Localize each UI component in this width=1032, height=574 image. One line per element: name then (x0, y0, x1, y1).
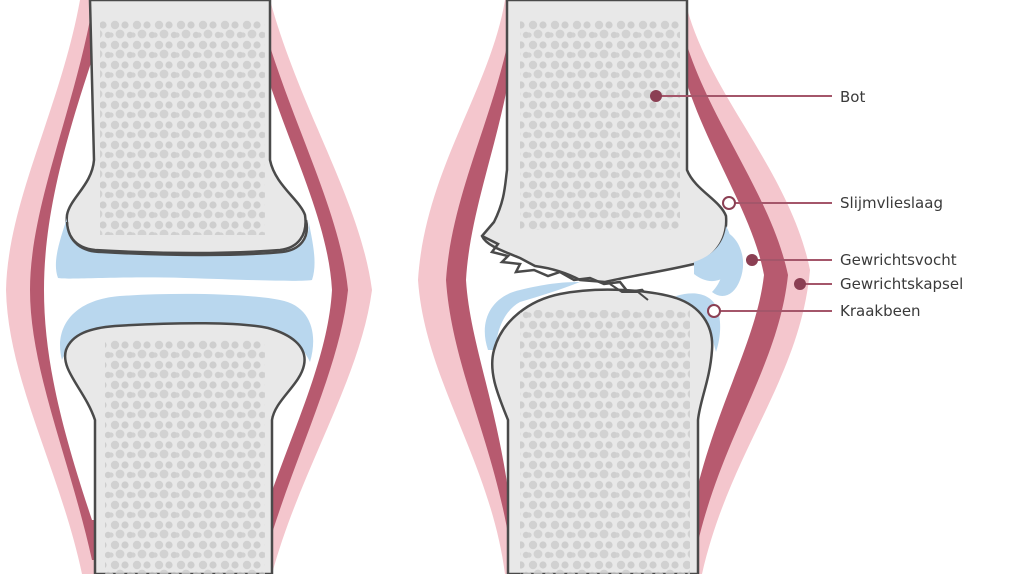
label-synovial-membrane: Slijmvlieslaag (840, 194, 943, 212)
healthy-joint (6, 0, 372, 574)
leader-cartilage-dot (708, 305, 720, 317)
arthritic-upper-spongy (520, 20, 680, 230)
label-bone: Bot (840, 88, 865, 106)
leader-fluid-dot (746, 254, 758, 266)
leader-membrane-dot (723, 197, 735, 209)
arthritic-lower-spongy (520, 310, 690, 574)
label-joint-capsule: Gewrichtskapsel (840, 275, 963, 293)
leader-bone-dot (650, 90, 662, 102)
healthy-upper-spongy (100, 20, 265, 235)
healthy-lower-spongy (105, 340, 265, 574)
leader-capsule-dot (794, 278, 806, 290)
label-cartilage: Kraakbeen (840, 302, 921, 320)
arthritic-joint (418, 0, 810, 574)
label-synovial-fluid: Gewrichtsvocht (840, 251, 957, 269)
